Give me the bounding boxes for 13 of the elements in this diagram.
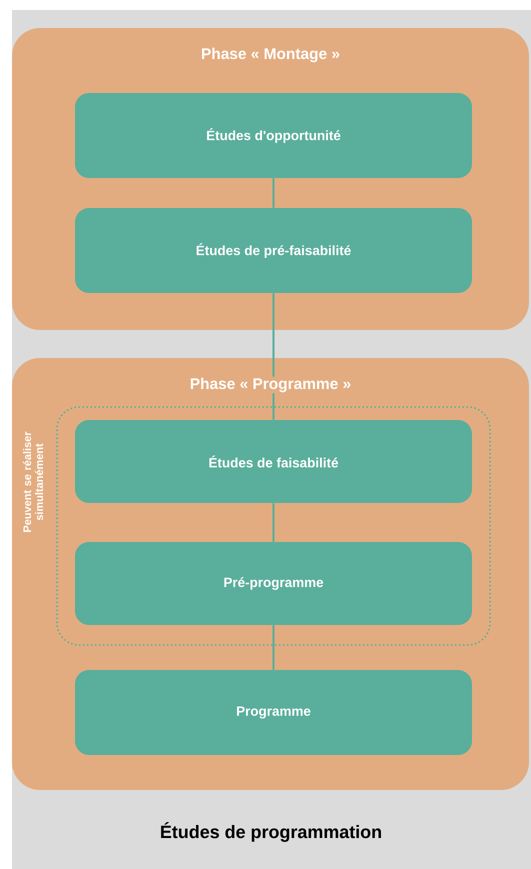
connector-line bbox=[272, 178, 274, 208]
phase-heading: Phase « Programme » bbox=[188, 376, 352, 394]
step-box: Programme bbox=[75, 670, 472, 755]
step-box: Études de faisabilité bbox=[75, 420, 472, 503]
step-box: Études de pré-faisabilité bbox=[75, 208, 472, 293]
connector-line bbox=[272, 293, 274, 420]
node-label: Peuvent se réaliser simultanément bbox=[22, 432, 44, 532]
step-box: Études d'opportunité bbox=[75, 93, 472, 178]
connector-line bbox=[272, 625, 274, 670]
step-box: Pré-programme bbox=[75, 542, 472, 625]
phase-heading: Phase « Montage » bbox=[200, 46, 341, 64]
diagram-title: Études de programmation bbox=[161, 822, 381, 842]
connector-line bbox=[272, 503, 274, 542]
